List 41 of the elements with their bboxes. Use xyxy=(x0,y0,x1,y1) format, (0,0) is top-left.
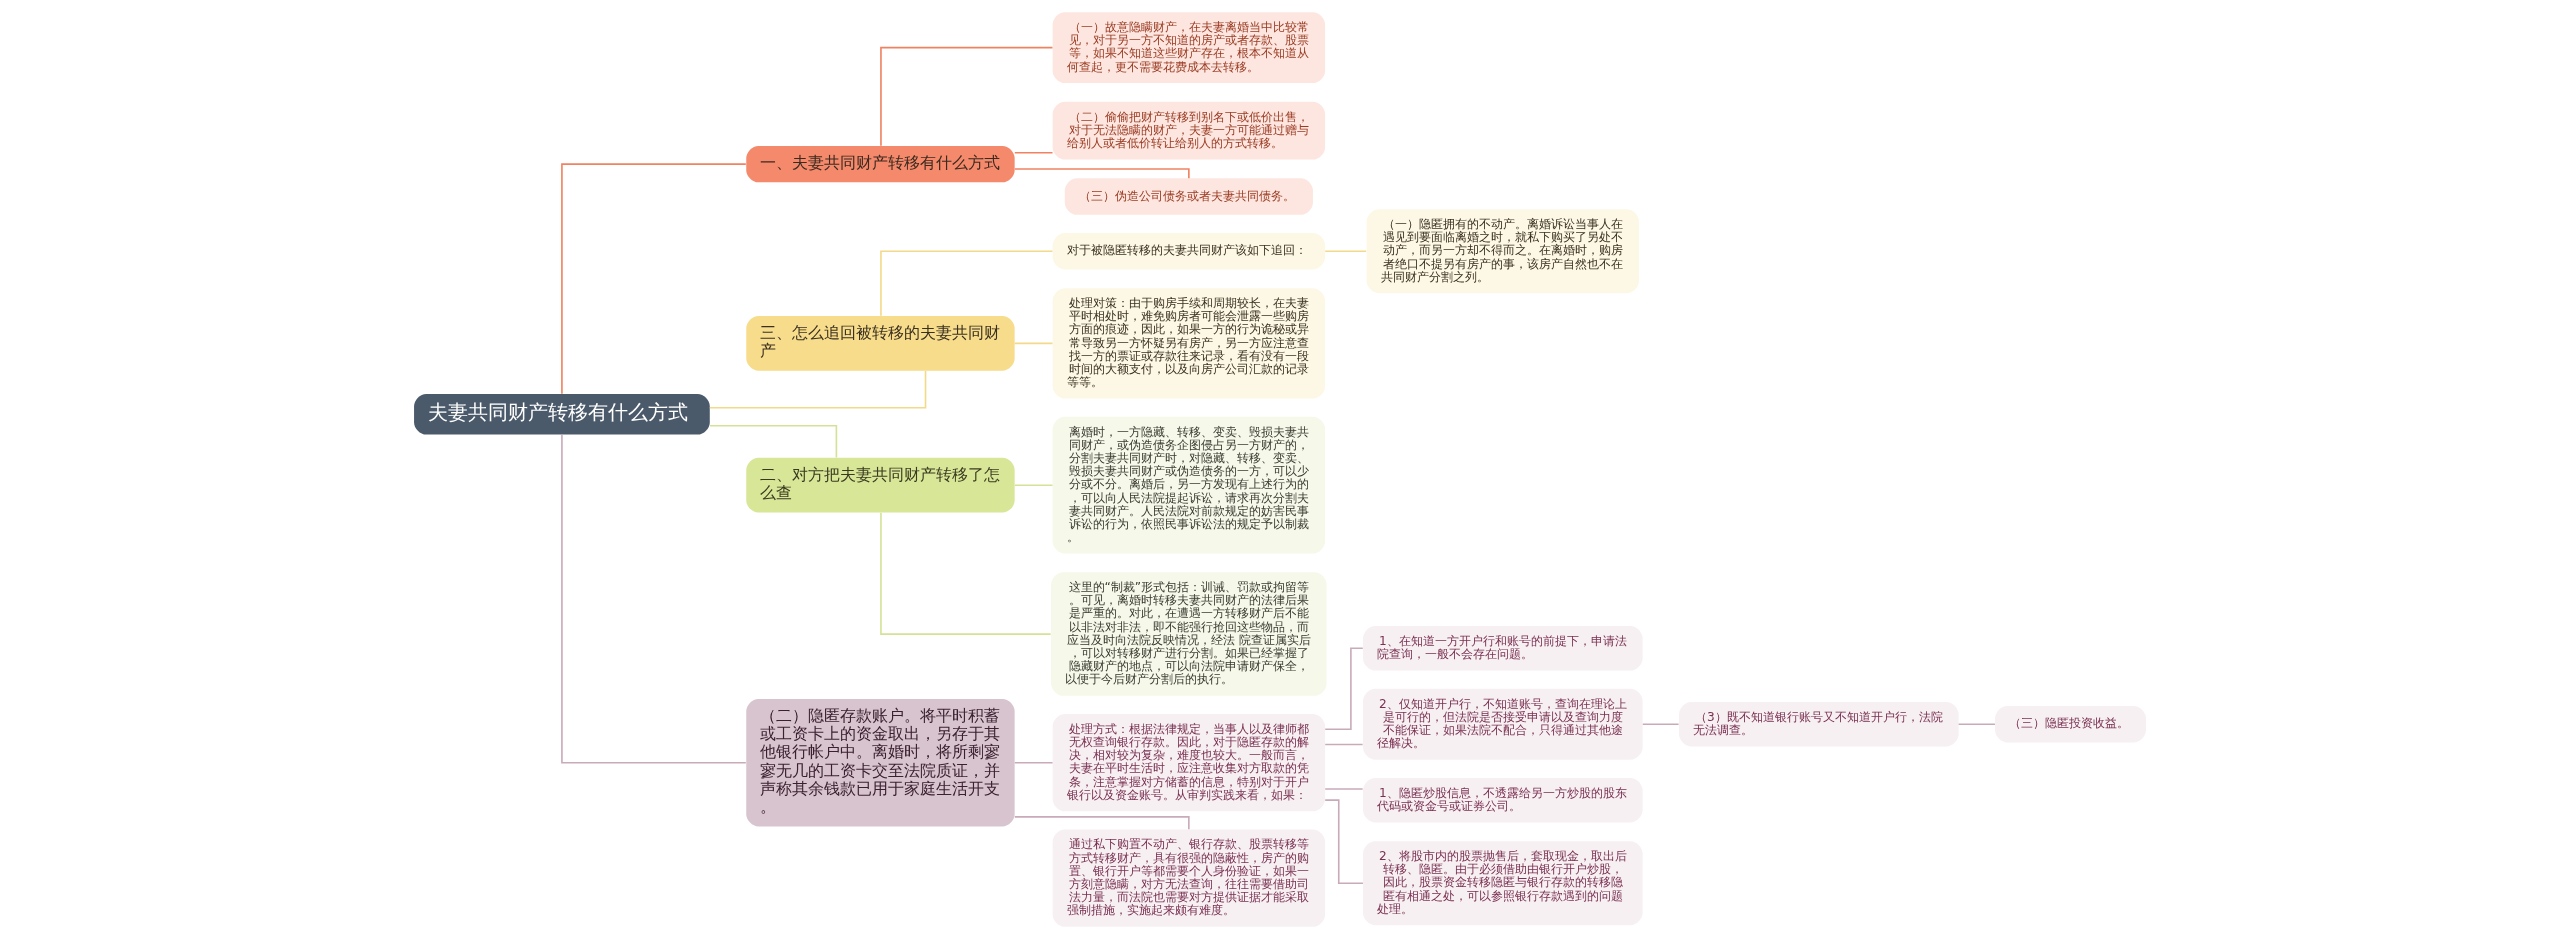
connector xyxy=(1324,743,1364,746)
connector xyxy=(1324,788,1364,790)
node-box: 二、对方把夫妻共同财产转移了怎么查 xyxy=(746,457,1015,513)
connector xyxy=(1324,799,1364,885)
node-box: （三）伪造公司债务或者夫妻共同债务。 xyxy=(1064,178,1313,215)
node-box: 离婚时，一方隐藏、转移、变卖、毁损夫妻共同财产，或伪造债务企图侵占另一方财产的，分割夫妻共同财产时，对隐藏、转移、变卖、毁损夫妻共同财产或伪造债务的一方，可以少分或不分。离婚后，另一方发现有上述行为的，可以向人民法院提起诉讼，请求再次分割夫妻共同财产。人民法院对前款规定的妨害民事诉讼的行为，依照民事诉讼法的规定予以制裁。 xyxy=(1052,416,1326,554)
connector xyxy=(1014,168,1190,180)
connector xyxy=(561,434,747,764)
node-box: （一）隐匿拥有的不动产。离婚诉讼当事人在遇见到要面临离婚之时，就私下购买了另处不动产，而另一方却不得而之。在离婚时，购房者绝口不提另有房产的事，该房产自然也不在共同财产分割之列。 xyxy=(1366,209,1640,294)
connector xyxy=(1014,151,1054,154)
node-box: （二）偷偷把财产转移到别名下或低价出售，对于无法隐瞒的财产，夫妻一方可能通过赠与给别人或者低价转让给别人的方式转移。 xyxy=(1052,101,1326,160)
node-box: 2、仅知道开户行，不知道账号，查询在理论上是可行的，但法院是否接受申请以及查询力度不能保证，如果法院不配合，只得通过其他途径解决。 xyxy=(1363,688,1643,760)
connector xyxy=(1014,484,1054,486)
node-box: 一、夫妻共同财产转移有什么方式 xyxy=(746,145,1015,183)
node-box: 处理对策：由于购房手续和周期较长，在夫妻平时相处时，难免购房者可能会泄露一些购房方面的痕迹，因此，如果一方的行为诡秘或异常导致另一方怀疑另有房产，另一方应注意查找一方的票证或存款往来记录，看有没有一段时间的大额支付，以及向房产公司汇款的记录等等。 xyxy=(1052,288,1326,399)
connector xyxy=(561,163,747,395)
node-box: 对于被隐匿转移的夫妻共同财产该如下追回： xyxy=(1052,233,1326,270)
node-box: 2、将股市内的股票抛售后，套取现金，取出后转移、隐匿。由于必须借助由银行开户炒股，因此，股票资金转移隐匿与银行存款的转移隐匿有相通之处，可以参照银行存款遇到的问题处理。 xyxy=(1363,841,1643,926)
connector xyxy=(1324,647,1364,731)
node-box: 夫妻共同财产转移有什么方式 xyxy=(414,394,710,435)
node-box: 1、隐匿炒股信息，不透露给另一方炒股的股东代码或资金号或证券公司。 xyxy=(1363,777,1643,823)
node-box: 处理方式：根据法律规定，当事人以及律师都无权查询银行存款。因此，对于隐匿存款的解决，相对较为复杂，难度也较大。一般而言，夫妻在平时生活时，应注意收集对方取款的凭条，注意掌握对方储蓄的信息，特别对于开户银行以及资金账号。从审判实践来看，如果： xyxy=(1052,714,1326,812)
connector xyxy=(1014,761,1054,764)
connector xyxy=(1642,723,1680,726)
node-box: （3）既不知道银行账号又不知道开户行，法院无法调查。 xyxy=(1679,701,1959,747)
connector xyxy=(1014,816,1190,831)
connector xyxy=(709,370,927,409)
node-box: 1、在知道一方开户行和账号的前提下，申请法院查询，一般不会存在问题。 xyxy=(1363,626,1643,671)
connector xyxy=(880,512,1052,635)
connector xyxy=(1324,250,1367,253)
node-box: 三、怎么追回被转移的夫妻共同财产 xyxy=(746,316,1015,371)
node-box: （一）故意隐瞒财产，在夫妻离婚当中比较常见，对于另一方不知道的房产或者存款、股票等，如果不知道这些财产存在，根本不知道从何查起，更不需要花费成本去转移。 xyxy=(1052,12,1326,84)
node-box: 通过私下购置不动产、银行存款、股票转移等方式转移财产，具有很强的隐蔽性，房产的购置、银行开户等都需要个人身份验证，如果一方刻意隐瞒，对方无法查询，往往需要借助司法力量，而法院也需要对方提供证据才能采取强制措施，实施起来颇有难度。 xyxy=(1052,829,1326,927)
node-box: （三）隐匿投资收益。 xyxy=(1995,706,2146,743)
connector xyxy=(1014,342,1054,345)
connector xyxy=(880,46,1054,147)
node-box: 这里的“制裁”形式包括：训诫、罚款或拘留等。可见，离婚时转移夫妻共同财产的法律后果是严重的。对此，在遭遇一方转移财产后不能以非法对非法，即不能强行抢回这些物品，而应当及时向法院反映情况，经法 院查证属实后，可以对转移财产进行分割。如果已经掌握了隐藏财产的地点，可以向法院申请财产保全，以便于今后财产分割后的执行。 xyxy=(1051,572,1327,696)
connector xyxy=(880,250,1054,317)
node-box: （二）隐匿存款账户。将平时积蓄或工资卡上的资金取出，另存于其他银行帐户中。离婚时，将所剩寥寥无几的工资卡交至法院质证，并声称其余钱款已用于家庭生活开支。 xyxy=(746,698,1015,827)
connector xyxy=(709,424,838,459)
connector xyxy=(1957,723,1996,726)
